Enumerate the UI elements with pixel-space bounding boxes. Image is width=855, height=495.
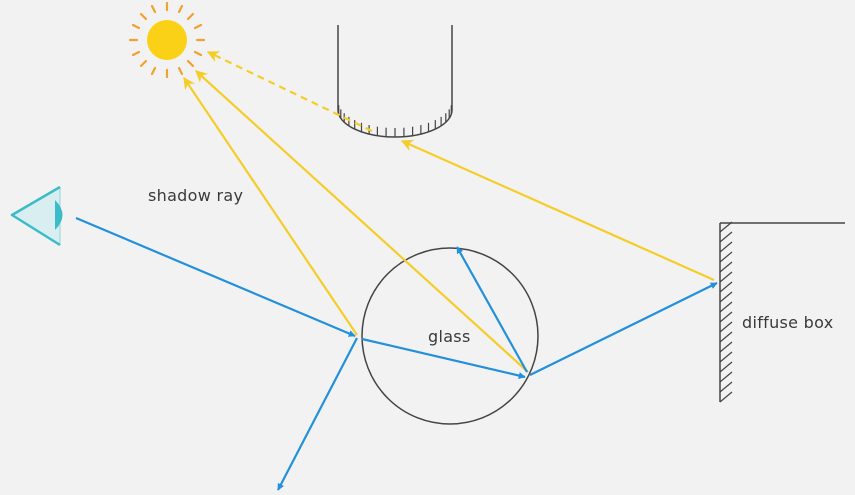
box-hatch-mark [719,251,733,263]
box-hatch-mark [719,351,733,363]
sun-icon [128,1,206,79]
box-hatch-mark [719,281,733,293]
box-hatch-mark [719,291,733,303]
box-hatch-mark [719,261,733,273]
box-hatch-mark [719,331,733,343]
box-hatch-mark [719,391,733,403]
shadow-ray-label: shadow ray [148,186,244,205]
light-ray-cup-to-sun-dashed [206,51,373,132]
diffuse-box-wall [719,221,845,403]
box-hatch-mark [719,381,733,393]
exit-ray-to-box [529,282,718,376]
shadow-ray [183,77,358,336]
glass-sphere [361,247,539,425]
box-hatch-mark [719,241,733,253]
cup-shape [337,25,453,138]
internal-reflected-ray [456,246,528,373]
diffuse-box-label: diffuse box [742,313,834,332]
box-hatch-mark [719,341,733,353]
box-hatch-mark [719,231,733,243]
eye-icon [10,185,63,247]
box-hatch-mark [719,301,733,313]
glass-label: glass [428,327,471,346]
camera-ray [75,216,356,338]
box-hatch-mark [719,311,733,323]
light-ray-box-to-cup [400,139,715,282]
box-hatch-mark [719,271,733,283]
refracted-ray [361,337,526,379]
box-hatch-mark [719,361,733,373]
box-hatch-mark [719,321,733,333]
light-ray-glass-to-sun [195,70,529,373]
box-hatch-mark [719,221,733,233]
reflected-ray [277,337,358,491]
box-hatch-mark [719,371,733,383]
